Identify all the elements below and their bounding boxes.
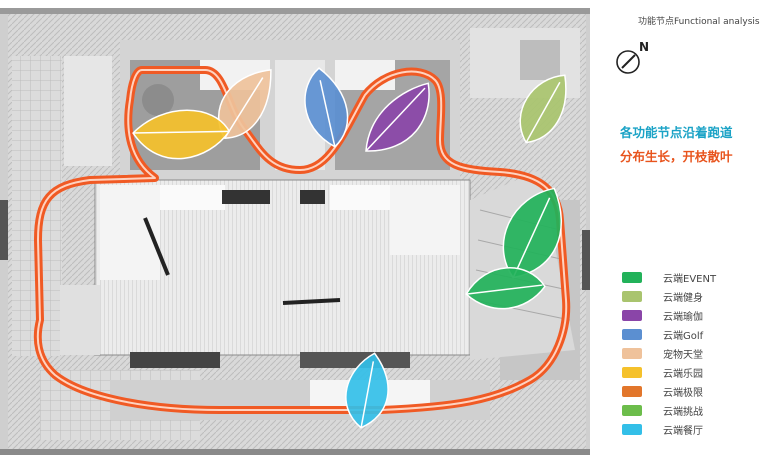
legend-item-pet-paradise: 宠物天堂 (622, 344, 716, 363)
legend-swatch (622, 386, 642, 397)
leaf-fitness-icon (519, 74, 567, 144)
legend-item-yoga: 云端瑜伽 (622, 306, 716, 325)
legend-item-restaurant: 云端餐厅 (622, 420, 716, 439)
legend-item-extreme: 云端极限 (622, 382, 716, 401)
compass-north-label: N (639, 40, 649, 54)
legend-label: 云端瑜伽 (663, 312, 703, 323)
leaf-yoga-icon (365, 82, 430, 152)
legend-swatch (622, 348, 642, 359)
leaf-amusement-icon (132, 109, 231, 160)
legend-item-challenge: 云端挑战 (622, 401, 716, 420)
side-panel: 功能节点Functional analysis N 各功能节点沿着跑道 分布生长… (590, 0, 760, 461)
legend-label: 云端EVENT (663, 274, 717, 285)
compass-icon: N (616, 40, 649, 74)
legend-label: 云端极限 (663, 388, 703, 399)
main-roof (60, 179, 471, 368)
legend-label: 云端挑战 (663, 407, 703, 418)
leaf-restaurant-icon (345, 352, 389, 429)
site-plan (0, 8, 590, 455)
legend-label: 宠物天堂 (663, 350, 703, 361)
legend-swatch (622, 329, 642, 340)
leaf-pet-paradise-icon (218, 69, 272, 139)
legend-label: 云端Golf (663, 331, 704, 342)
legend-swatch (622, 272, 642, 283)
legend-item-amusement: 云端乐园 (622, 363, 716, 382)
legend-swatch (622, 291, 642, 302)
legend-item-fitness: 云端健身 (622, 287, 716, 306)
legend-label: 云端餐厅 (663, 426, 703, 437)
leaf-golf-icon (304, 67, 349, 148)
leaf-event-2-icon (465, 267, 546, 310)
legend-swatch (622, 405, 642, 416)
slogan-line-1: 各功能节点沿着跑道 (620, 125, 733, 140)
legend-swatch (622, 424, 642, 435)
legend-item-event: 云端EVENT (622, 268, 716, 287)
legend-label: 云端健身 (663, 293, 703, 304)
legend-item-golf: 云端Golf (622, 325, 716, 344)
legend: 云端EVENT 云端健身 云端瑜伽 云端Golf 宠物天堂 云端乐园 云端极限 (622, 268, 716, 439)
slogan-line-2: 分布生长，开枝散叶 (620, 149, 733, 164)
legend-swatch (622, 310, 642, 321)
legend-label: 云端乐园 (663, 369, 703, 380)
panel-title: 功能节点Functional analysis (638, 17, 760, 27)
legend-swatch (622, 367, 642, 378)
